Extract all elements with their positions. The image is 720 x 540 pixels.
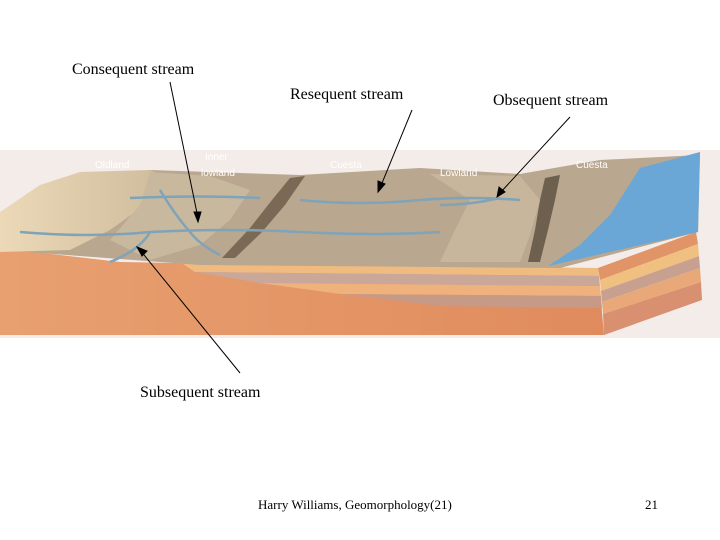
- obsequent-arrowhead: [496, 186, 506, 199]
- upper-stream-line: [129, 195, 261, 200]
- oldland-region: [0, 170, 185, 252]
- subsequent-leader-line: [139, 249, 241, 374]
- subsequent-stream-line: [19, 228, 441, 237]
- block-side-face: [598, 232, 702, 335]
- lower-stream-line: [109, 231, 152, 264]
- lowland-region: [430, 174, 540, 262]
- cuesta-text-2: Cuesta: [576, 160, 608, 171]
- consequent-stream-line: [158, 189, 221, 257]
- inner-lowland-text-2: lowland: [201, 168, 235, 179]
- resequent-arrowhead: [377, 180, 386, 194]
- resequent-leader-line: [379, 109, 413, 189]
- sea: [548, 152, 700, 266]
- cuesta-escarpment-1: [222, 176, 305, 258]
- oldland-text: Oldland: [95, 160, 129, 171]
- lowland-text: Lowland: [440, 168, 477, 179]
- obsequent-stream-label: Obsequent stream: [493, 92, 609, 109]
- page-number: 21: [645, 497, 658, 512]
- subsequent-stream-label: Subsequent stream: [140, 384, 261, 401]
- obsequent-stream-line: [439, 196, 501, 207]
- cuesta-escarpment-2: [528, 175, 560, 262]
- leader-lines: [135, 81, 571, 374]
- stream-network: [19, 189, 521, 264]
- resequent-stream-label: Resequent stream: [290, 86, 404, 103]
- inner-lowland-text-1: Inner: [205, 152, 228, 163]
- cuesta-text-1: Cuesta: [330, 160, 362, 171]
- consequent-stream-label: Consequent stream: [72, 61, 195, 78]
- consequent-arrowhead: [193, 211, 202, 224]
- consequent-leader-line: [169, 81, 199, 219]
- footer-credit: Harry Williams, Geomorphology(21): [258, 497, 452, 512]
- resequent-stream-line: [299, 196, 521, 205]
- subsequent-arrowhead: [135, 246, 148, 257]
- obsequent-leader-line: [499, 116, 571, 194]
